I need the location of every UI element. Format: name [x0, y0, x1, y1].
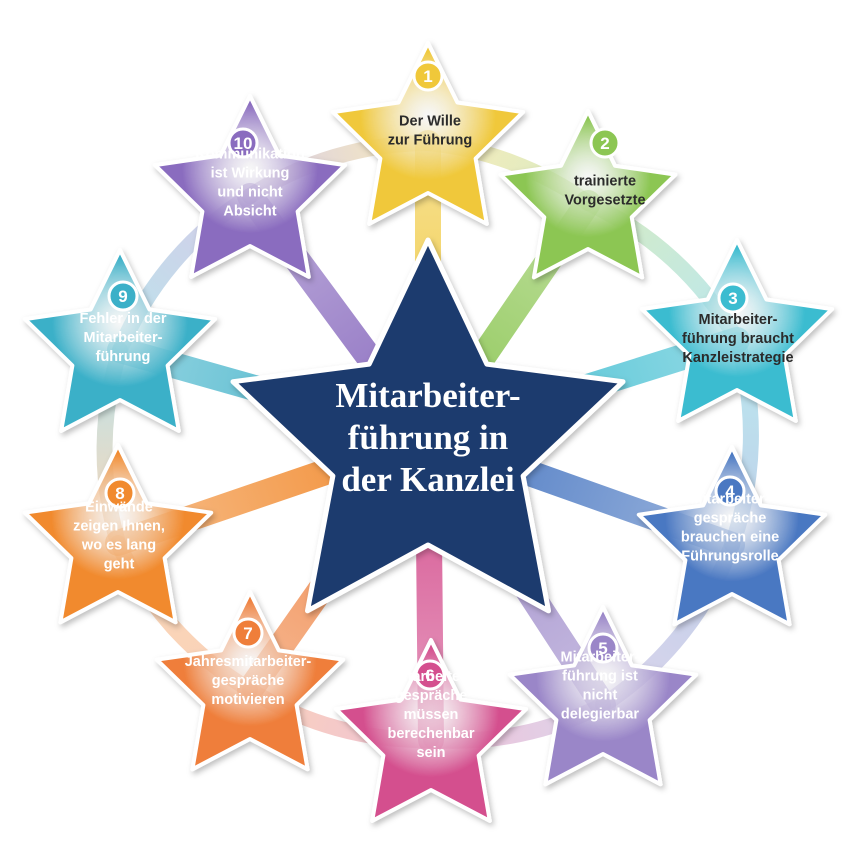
star-label-line: zeigen Ihnen,: [73, 519, 165, 535]
star-label-line: gespräche: [694, 511, 767, 527]
number-badge: [587, 632, 619, 664]
star-number: 2: [600, 134, 609, 153]
star-shape: [507, 605, 699, 787]
star-label-line: müssen: [404, 707, 459, 723]
number-badge: [104, 477, 136, 509]
star-label-line: berechenbar: [387, 726, 474, 742]
star-number: 5: [598, 639, 607, 658]
star-shape: [330, 41, 526, 226]
star-label-line: Absicht: [223, 204, 276, 220]
star-shape: [152, 94, 348, 279]
number-badge: [589, 127, 621, 159]
star-number: 7: [243, 624, 252, 643]
star-label-line: trainierte: [574, 174, 636, 190]
star-label-line: führung: [96, 349, 151, 365]
number-badge: [414, 659, 446, 691]
center-star-shape: [230, 237, 626, 614]
star-label-line: Mitarbeiter-: [392, 669, 471, 685]
star-shape: [639, 238, 835, 423]
star-shape: [22, 443, 214, 625]
star-shape: [22, 248, 218, 433]
number-badge: [717, 282, 749, 314]
star-label-line: gespräche: [395, 688, 468, 704]
number-badge: [232, 617, 264, 649]
star-shape: [154, 590, 346, 772]
star-label-line: gespräche: [212, 673, 285, 689]
number-badge: [714, 475, 746, 507]
star-label-line: Vorgesetzte: [564, 193, 645, 209]
star-label-line: nicht: [583, 688, 618, 704]
star-label-line: Fehler in der: [79, 311, 166, 327]
star-label-line: Jahresmitarbeiter-: [185, 654, 312, 670]
star-label-line: und nicht: [217, 185, 282, 201]
star-label-line: ist Wirkung: [211, 166, 290, 182]
star-label-line: Der Wille: [399, 114, 461, 130]
star-number: 4: [725, 482, 735, 501]
star-label-line: delegierbar: [561, 707, 640, 723]
number-badge: [227, 127, 259, 159]
star-label-line: Führungsrolle: [681, 549, 778, 565]
star-label-line: wo es lang: [81, 538, 156, 554]
star-number: 8: [115, 484, 124, 503]
center-title-line: führung in: [348, 418, 509, 457]
star-shape: [636, 445, 828, 627]
star-number: 6: [425, 666, 434, 685]
star-label-line: brauchen eine: [681, 530, 779, 546]
star-label-line: Kommunikation: [195, 147, 305, 163]
star-label-line: Mitarbeiter-: [561, 650, 640, 666]
center-title-line: Mitarbeiter-: [335, 376, 520, 415]
star-label-line: geht: [104, 557, 135, 573]
star-label-line: Kanzleistrategie: [682, 350, 793, 366]
number-badge: [107, 280, 139, 312]
center-title-line: der Kanzlei: [341, 460, 515, 499]
star-shape: [333, 638, 529, 823]
star-number: 1: [423, 67, 432, 86]
star-label-line: zur Führung: [388, 133, 473, 149]
star-label-line: Mitarbeiter-: [84, 330, 163, 346]
star-label-line: führung ist: [562, 669, 638, 685]
star-label-line: Mitarbeiter-: [699, 312, 778, 328]
star-label-line: sein: [416, 745, 445, 761]
star-number: 10: [234, 134, 253, 153]
star-number: 9: [118, 287, 127, 306]
star-number: 3: [728, 289, 737, 308]
star-label-line: führung braucht: [682, 331, 794, 347]
star-label-line: Einwände: [85, 500, 153, 516]
star-shape: [498, 109, 678, 280]
star-label-line: Mitarbeiter-: [691, 492, 770, 508]
number-badge: [412, 60, 444, 92]
star-label-line: motivieren: [211, 692, 284, 708]
